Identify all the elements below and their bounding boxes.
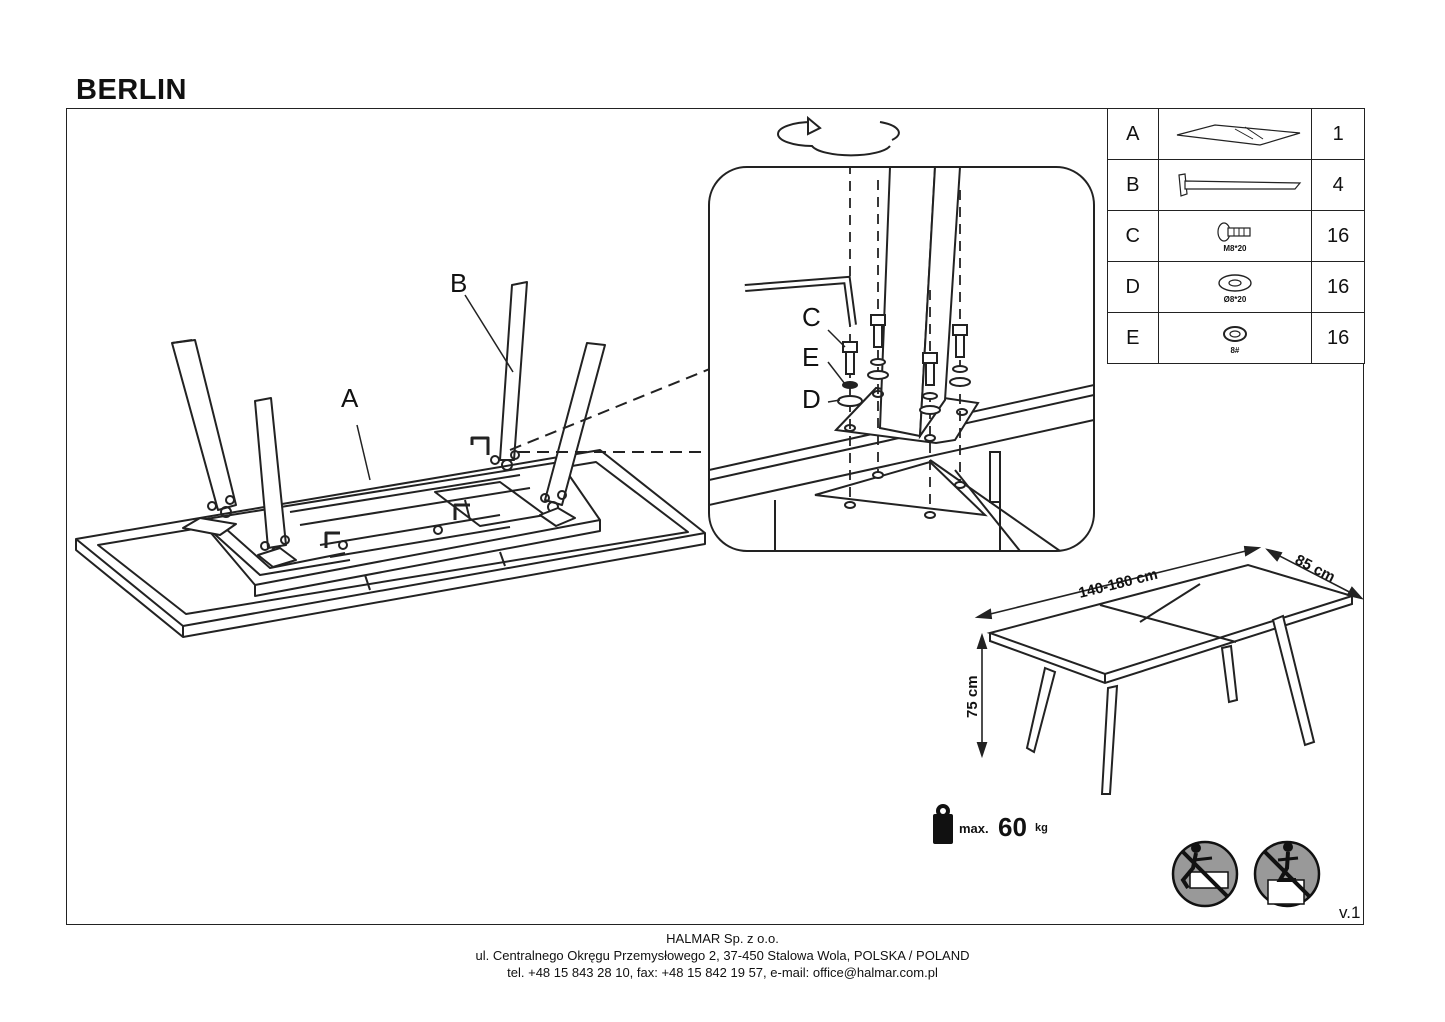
dimension-drawing — [974, 545, 1364, 795]
spring-washer-icon — [1222, 325, 1247, 342]
document-title: BERLIN — [76, 74, 187, 106]
part-qty: 16 — [1311, 312, 1365, 364]
no-climbing-icon — [1253, 840, 1321, 908]
part-letter: E — [1107, 312, 1159, 364]
part-spec: Ø8*20 — [1223, 294, 1247, 304]
max-load-unit: kg — [1035, 822, 1048, 834]
label-leg-b: B — [450, 268, 467, 298]
detail-bubble — [708, 166, 1095, 552]
label-top-a: A — [341, 383, 359, 413]
parts-row-d: D Ø8*20 16 — [1107, 261, 1365, 313]
part-qty: 1 — [1311, 108, 1365, 160]
table-legs — [171, 281, 606, 568]
leg-icon — [1178, 173, 1302, 197]
part-qty: 16 — [1311, 261, 1365, 313]
footer-address: ul. Centralnego Okręgu Przemysłowego 2, … — [475, 948, 970, 963]
max-load-value: 60 — [998, 812, 1027, 842]
dimension-height: 75 cm — [964, 675, 981, 718]
table-top-underside — [75, 436, 706, 638]
parts-row-c: C M8*20 16 — [1107, 210, 1365, 262]
table-top-icon — [1176, 124, 1301, 146]
part-letter: A — [1107, 108, 1159, 160]
part-qty: 16 — [1311, 210, 1365, 262]
part-image: Ø8*20 — [1157, 261, 1313, 313]
part-letter: D — [1107, 261, 1159, 313]
label-washer-d: D — [802, 384, 821, 414]
version-label: v.1 — [1339, 903, 1361, 922]
label-bolt-c: C — [802, 302, 821, 332]
weight-icon — [933, 804, 953, 844]
parts-row-a: A 1 — [1107, 108, 1365, 160]
footer: HALMAR Sp. z o.o. ul. Centralnego Okręgu… — [0, 930, 1445, 981]
part-image: M8*20 — [1157, 210, 1313, 262]
part-letter: C — [1107, 210, 1159, 262]
part-qty: 4 — [1311, 159, 1365, 211]
label-spring-washer-e: E — [802, 342, 819, 372]
parts-row-b: B 4 — [1107, 159, 1365, 211]
part-image — [1157, 108, 1313, 160]
instruction-frame — [66, 108, 1364, 925]
part-image — [1157, 159, 1313, 211]
part-spec: 8# — [1230, 345, 1240, 355]
max-load-prefix: max. — [959, 821, 989, 836]
footer-contact: tel. +48 15 843 28 10, fax: +48 15 842 1… — [507, 965, 938, 980]
part-letter: B — [1107, 159, 1159, 211]
rotate-icon — [777, 115, 900, 157]
no-standing-on-table-icon — [1171, 840, 1239, 908]
bolt-icon — [1217, 221, 1251, 242]
washer-icon — [1218, 273, 1252, 292]
footer-company: HALMAR Sp. z o.o. — [666, 931, 779, 946]
parts-table: A 1 B 4 C M8*20 16 D Ø8*20 16 E 8# 16 — [1107, 108, 1365, 364]
parts-row-e: E 8# 16 — [1107, 312, 1365, 364]
part-spec: M8*20 — [1223, 243, 1247, 253]
part-image: 8# — [1157, 312, 1313, 364]
